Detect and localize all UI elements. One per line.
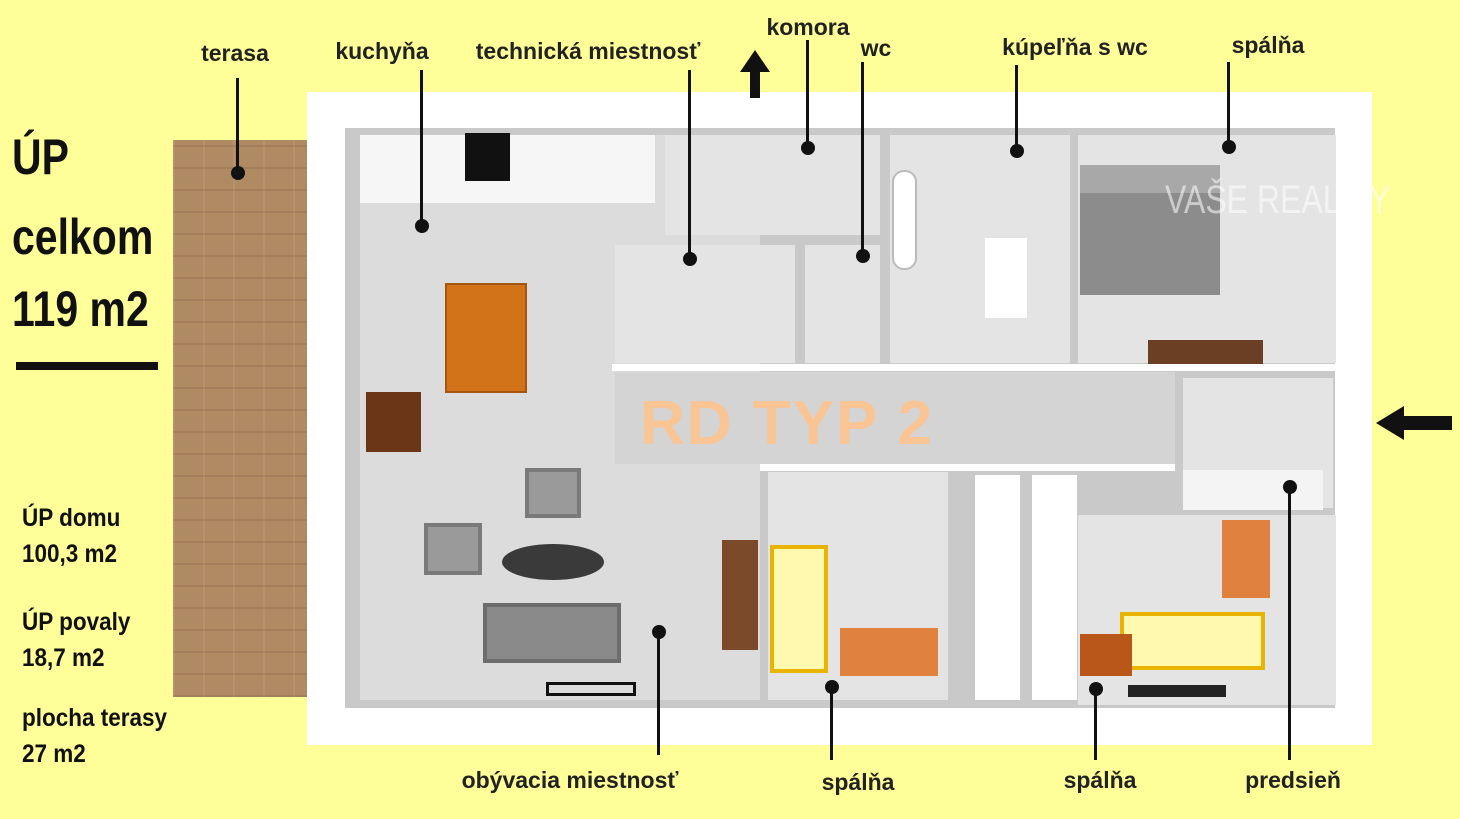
total-area-line2: celkom [12,209,154,265]
wall [760,464,1175,471]
wc-room [805,245,880,363]
wardrobe [1183,470,1323,510]
terrace [173,140,307,697]
rug [546,682,636,696]
leader-dot [856,249,870,263]
leader-line [806,40,809,148]
label-pantry: komora [766,14,850,40]
area-label: plocha terasy [22,704,168,732]
area-value: 18,7 m2 [22,644,105,672]
bed [770,545,828,673]
rug [1128,685,1226,697]
bedroom-s2 [1078,515,1336,705]
label-bedroom-s1: spálňa [821,769,895,795]
label-bedroom-s2: spálňa [1063,767,1137,793]
dresser [1148,340,1263,364]
leader-dot [801,141,815,155]
leader-line [830,686,833,760]
stove [465,133,510,181]
wall [975,475,1020,700]
leader-dot [415,219,429,233]
sofa [483,603,621,663]
leader-line [1227,62,1230,146]
leader-dot [652,625,666,639]
plan-title: RD TYP 2 [640,389,934,458]
hallway [615,372,1175,464]
leader-dot [1089,682,1103,696]
total-area-line3: 119 m2 [12,281,149,337]
area-value: 100,3 m2 [22,540,118,568]
bathtub [892,170,917,270]
cabinet [366,392,421,452]
leader-dot [683,252,697,266]
arrow-up-icon [740,50,770,98]
desk [1222,520,1270,598]
label-hallway: predsieň [1245,767,1341,793]
label-wc: wc [860,35,892,61]
technical-room [615,245,795,363]
wall [612,364,1337,371]
armchair [525,468,581,518]
coffee-table [502,544,604,580]
leader-line [1015,65,1018,151]
leader-line [420,70,423,226]
leader-line [688,70,691,258]
label-kitchen: kuchyňa [335,38,429,64]
area-label: ÚP povaly [22,608,131,636]
leader-dot [231,166,245,180]
label-bathroom: kúpeľňa s wc [1002,34,1148,60]
area-terrace: plocha terasy 27 m2 [22,700,167,772]
leader-line [657,632,660,755]
dining-table [445,283,527,393]
leader-line [1094,688,1097,760]
leader-dot [825,680,839,694]
bed [1120,612,1265,670]
area-house: ÚP domu 100,3 m2 [22,500,120,572]
sinks [985,238,1027,318]
label-terrace: terasa [201,40,269,66]
tv-stand [722,540,758,650]
chest [1080,634,1132,676]
label-living-room: obývacia miestnosť [461,767,679,793]
underline-bar [16,362,158,370]
total-area-line1: ÚP [12,129,69,185]
leader-line [1288,486,1291,760]
watermark: VAŠE REALITY [1165,178,1391,222]
entrance-arrow-left-icon [1376,406,1452,440]
wall [1032,475,1077,700]
leader-dot [1283,480,1297,494]
double-bed [1080,165,1220,295]
armchair [424,523,482,575]
leader-dot [1222,140,1236,154]
area-attic: ÚP povaly 18,7 m2 [22,604,130,676]
label-bedroom-ne: spálňa [1231,32,1305,58]
bathroom [890,135,1070,363]
label-technical-room: technická miestnosť [475,38,701,64]
desk [840,628,938,676]
leader-line [236,78,239,173]
area-value: 27 m2 [22,740,86,768]
area-label: ÚP domu [22,504,121,532]
leader-dot [1010,144,1024,158]
pantry [665,135,880,235]
leader-line [861,62,864,255]
